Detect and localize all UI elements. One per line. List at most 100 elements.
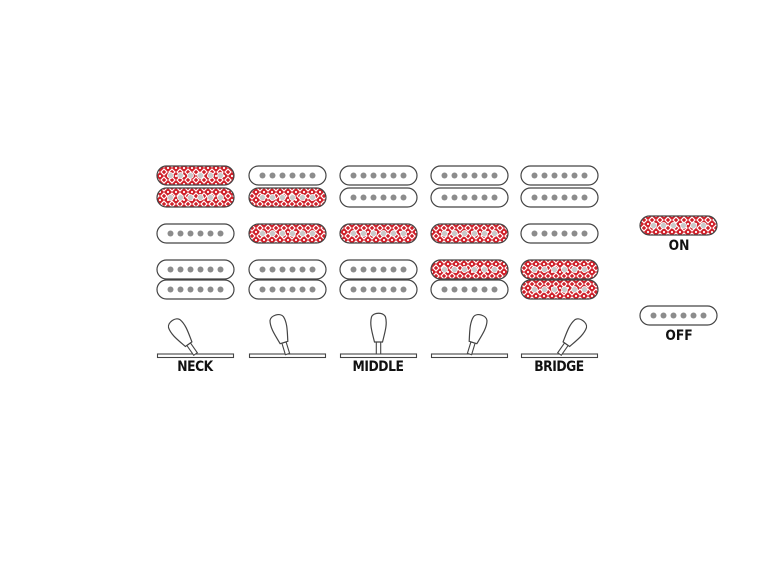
pole-piece (350, 266, 357, 273)
pole-piece (541, 194, 548, 201)
pole-piece (309, 172, 316, 179)
pole-piece (167, 266, 174, 273)
pickup-off-body (156, 259, 235, 280)
pole-piece (471, 172, 478, 179)
switch-position-1 (156, 165, 235, 359)
pole-piece (279, 194, 286, 201)
switch-position-4 (430, 165, 509, 359)
middle-single-coil (520, 223, 599, 244)
pole-piece (491, 266, 498, 273)
pole-piece (217, 172, 224, 179)
pole-piece (289, 194, 296, 201)
pole-piece (451, 286, 458, 293)
bridge-humbucker-coil-bottom (339, 279, 418, 300)
pole-piece (299, 194, 306, 201)
pole-piece (390, 266, 397, 273)
pole-piece (177, 172, 184, 179)
switch-tip (269, 314, 289, 345)
pole-piece (481, 172, 488, 179)
pole-piece (177, 266, 184, 273)
pickup-off-body (248, 279, 327, 300)
pole-piece (177, 286, 184, 293)
switch-stem (375, 341, 382, 355)
pole-piece (217, 266, 224, 273)
switch-tip (370, 312, 387, 343)
pole-piece (541, 172, 548, 179)
neck-humbucker-coil-top (156, 165, 235, 186)
pole-piece (370, 266, 377, 273)
pole-piece (551, 286, 558, 293)
pole-piece (197, 266, 204, 273)
switch-lever (556, 318, 588, 357)
pole-piece (380, 266, 387, 273)
pickup-off-body (520, 165, 599, 186)
pickup-off-body (339, 165, 418, 186)
switch-stem (281, 341, 291, 356)
pole-piece (571, 230, 578, 237)
pole-piece (551, 230, 558, 237)
pickup-on-body (248, 223, 327, 244)
pole-piece (441, 286, 448, 293)
pole-piece (380, 286, 387, 293)
pole-piece (207, 266, 214, 273)
selector-switch-icon (156, 318, 235, 359)
pickup-on-body (430, 223, 509, 244)
pole-piece (491, 286, 498, 293)
pole-piece (217, 194, 224, 201)
label-neck: NECK (177, 359, 213, 375)
selector-switch-icon (520, 318, 599, 359)
pole-piece (400, 286, 407, 293)
pole-piece (279, 286, 286, 293)
bridge-humbucker-coil-top (248, 259, 327, 280)
pickup-off-body (339, 187, 418, 208)
bridge-humbucker-coil-bottom (430, 279, 509, 300)
pole-piece (531, 286, 538, 293)
pole-piece (197, 194, 204, 201)
pole-piece (561, 194, 568, 201)
pole-piece (350, 194, 357, 201)
pickup-off-body (339, 259, 418, 280)
pole-piece (217, 286, 224, 293)
pole-piece (471, 286, 478, 293)
pickup-on-body (248, 187, 327, 208)
pole-piece (370, 230, 377, 237)
pole-piece (650, 312, 657, 319)
pole-piece (360, 266, 367, 273)
pole-piece (217, 230, 224, 237)
pole-piece (309, 286, 316, 293)
pole-piece (350, 172, 357, 179)
pole-piece (581, 172, 588, 179)
pole-piece (660, 312, 667, 319)
pole-piece (289, 286, 296, 293)
pickup-on-body (520, 259, 599, 280)
pole-piece (581, 194, 588, 201)
switch-tip (562, 318, 588, 348)
pole-piece (461, 266, 468, 273)
switch-stem (466, 341, 476, 356)
pole-piece (541, 266, 548, 273)
neck-humbucker-coil-top (248, 165, 327, 186)
bridge-humbucker-coil-bottom (248, 279, 327, 300)
pole-piece (360, 194, 367, 201)
pole-piece (167, 172, 174, 179)
pole-piece (350, 230, 357, 237)
pole-piece (481, 286, 488, 293)
legend-off-label: OFF (665, 328, 693, 344)
pole-piece (571, 194, 578, 201)
middle-single-coil (156, 223, 235, 244)
pole-piece (400, 230, 407, 237)
pole-piece (561, 266, 568, 273)
pole-piece (571, 266, 578, 273)
pole-piece (461, 194, 468, 201)
switch-positions-layer (156, 165, 599, 359)
legend-layer (639, 215, 718, 326)
pickup-off-body (156, 279, 235, 300)
pole-piece (441, 230, 448, 237)
pole-piece (380, 194, 387, 201)
pole-piece (670, 222, 677, 229)
neck-humbucker-coil-bottom (339, 187, 418, 208)
pickup-on-body (520, 279, 599, 300)
pole-piece (309, 266, 316, 273)
pole-piece (360, 230, 367, 237)
